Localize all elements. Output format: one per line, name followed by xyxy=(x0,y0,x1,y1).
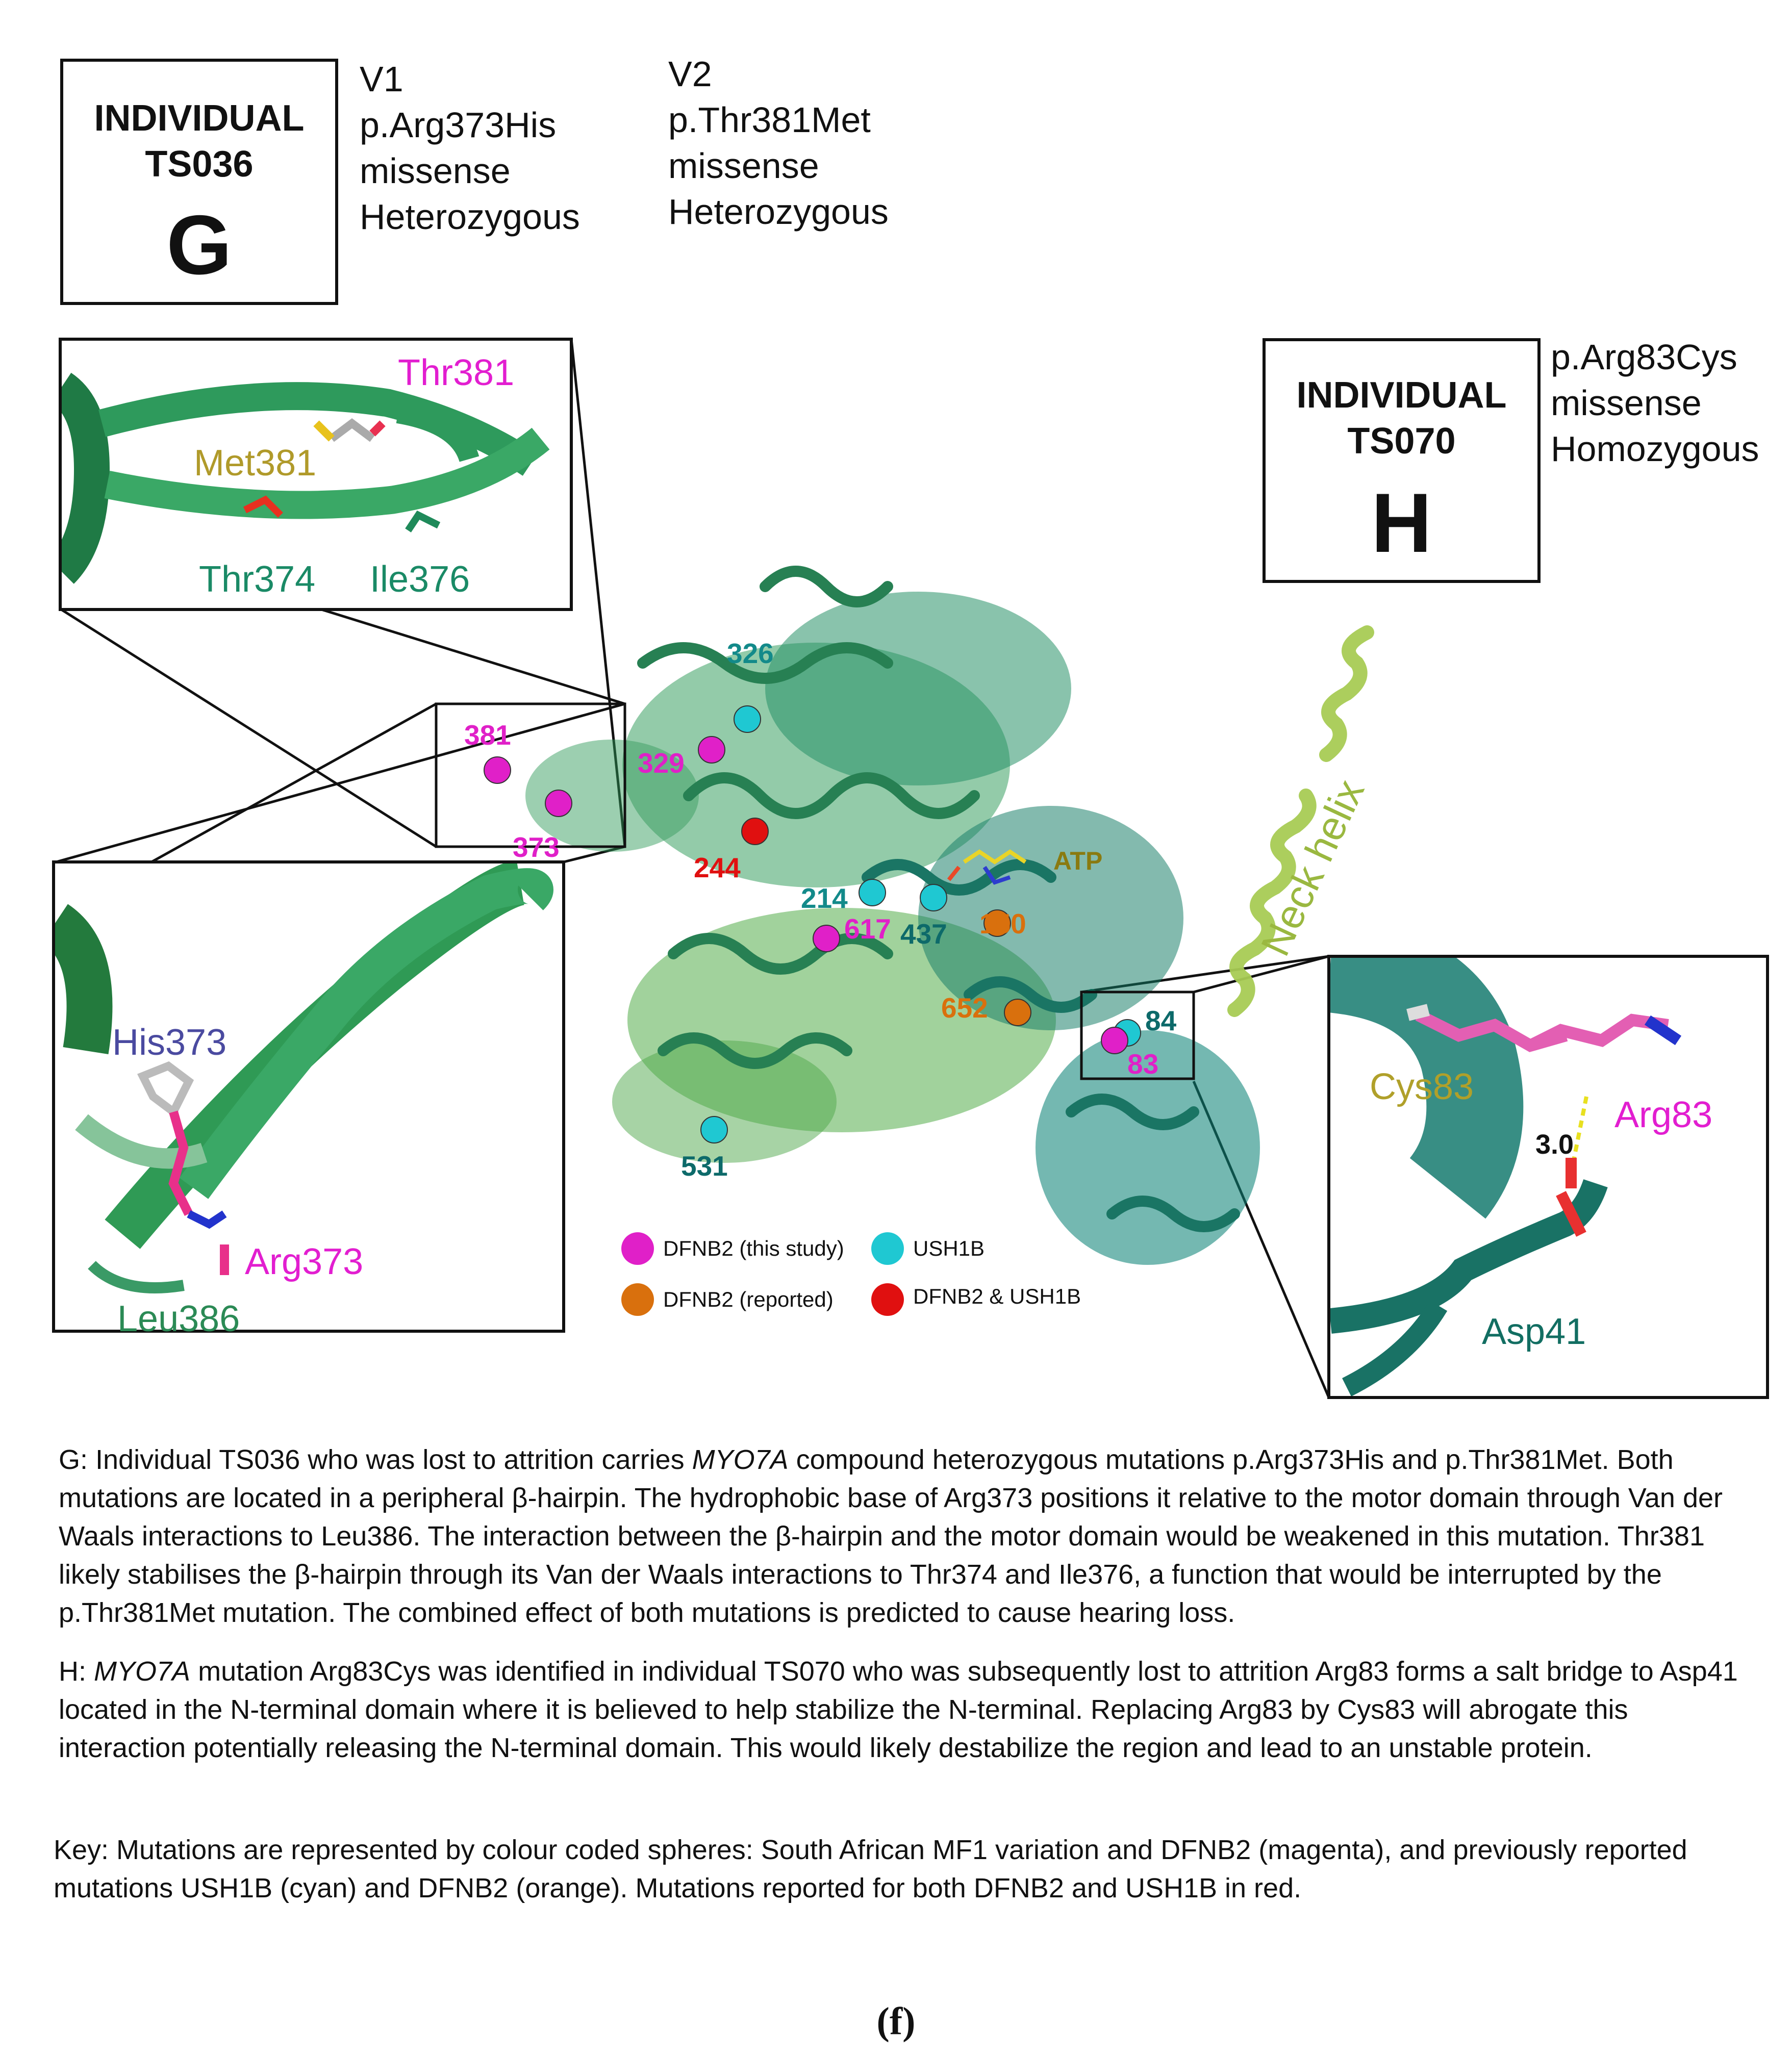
residue-label-531: 531 xyxy=(681,1150,728,1182)
variant-h: p.Arg83Cys missense Homozygous xyxy=(1551,334,1759,472)
caption-g-gene: MYO7A xyxy=(692,1444,789,1475)
label-cys83: Cys83 xyxy=(1370,1066,1474,1107)
legend-text-dfnb2-ush1b: DFNB2 & USH1B xyxy=(913,1284,1081,1308)
sphere-531 xyxy=(700,1116,728,1144)
label-thr381: Thr381 xyxy=(398,352,514,393)
caption-h: H: MYO7A mutation Arg83Cys was identifie… xyxy=(59,1653,1762,1767)
label-met381: Met381 xyxy=(194,443,316,484)
legend-text-ush1b: USH1B xyxy=(913,1236,985,1260)
residue-label-652: 652 xyxy=(941,992,988,1024)
inset-top xyxy=(59,338,573,611)
sphere-373 xyxy=(545,790,572,817)
variant-v2: V2 p.Thr381Met missense Heterozygous xyxy=(668,51,889,235)
individual-h-letter: H xyxy=(1371,476,1432,570)
variant-v1: V1 p.Arg373His missense Heterozygous xyxy=(360,56,580,240)
variant-v2-type: missense xyxy=(668,146,819,186)
residue-label-381: 381 xyxy=(464,719,511,751)
legend-marker-dfnb2-reported xyxy=(621,1283,654,1316)
sphere-381 xyxy=(484,756,511,784)
legend-text-dfnb2-reported: DFNB2 (reported) xyxy=(663,1287,834,1311)
label-thr374: Thr374 xyxy=(199,559,315,600)
individual-g-box: INDIVIDUAL TS036 G xyxy=(60,59,338,305)
variant-h-type: missense xyxy=(1551,383,1702,423)
protein-ribbon xyxy=(525,566,1374,1265)
individual-h-box: INDIVIDUAL TS070 H xyxy=(1263,338,1541,583)
caption-key-text: Key: Mutations are represented by colour… xyxy=(54,1835,1687,1903)
variant-v1-type: missense xyxy=(360,151,511,191)
residue-label-617: 617 xyxy=(844,913,891,945)
zoom-guide-lines xyxy=(56,339,1330,1398)
label-atp: ATP xyxy=(1053,847,1102,875)
residue-label-214: 214 xyxy=(801,882,848,914)
residue-label-84: 84 xyxy=(1145,1005,1177,1036)
variant-v1-zygosity: Heterozygous xyxy=(360,197,580,237)
variant-v1-mutation: p.Arg373His xyxy=(360,105,557,145)
variant-h-mutation: p.Arg83Cys xyxy=(1551,337,1737,377)
sphere-617 xyxy=(813,925,840,952)
mutation-spheres xyxy=(484,705,1141,1144)
residue-label-437: 437 xyxy=(900,918,947,950)
label-his373: His373 xyxy=(112,1022,226,1063)
inset-right xyxy=(1327,955,1769,1399)
selection-box-h xyxy=(1080,990,1195,1080)
variant-h-zygosity: Homozygous xyxy=(1551,429,1759,469)
sphere-437 xyxy=(920,884,947,911)
individual-g-id: TS036 xyxy=(145,144,254,185)
legend-marker-ush1b xyxy=(871,1232,904,1265)
label-leu386: Leu386 xyxy=(117,1299,240,1339)
label-ile376: Ile376 xyxy=(370,559,470,600)
residue-label-150: 150 xyxy=(979,908,1026,939)
caption-g-rest: compound heterozygous mutations p.Arg373… xyxy=(59,1444,1723,1628)
residue-label-326: 326 xyxy=(727,638,774,669)
sphere-214 xyxy=(859,879,886,906)
caption-g: G: Individual TS036 who was lost to attr… xyxy=(59,1441,1762,1632)
caption-key: Key: Mutations are represented by colour… xyxy=(54,1831,1757,1908)
variant-v1-title: V1 xyxy=(360,59,403,99)
legend-markers xyxy=(621,1232,904,1316)
caption-h-rest: mutation Arg83Cys was identified in indi… xyxy=(59,1656,1738,1763)
variant-v2-mutation: p.Thr381Met xyxy=(668,100,871,140)
individual-g-label: INDIVIDUAL xyxy=(94,98,305,139)
caption-h-prefix: H: xyxy=(59,1656,94,1687)
sphere-329 xyxy=(698,736,725,764)
individual-g-letter: G xyxy=(166,198,232,292)
selection-box-g xyxy=(435,702,626,848)
label-distance: 3.0 xyxy=(1535,1129,1574,1160)
residue-label-244: 244 xyxy=(694,852,741,883)
legend-marker-dfnb2-ush1b xyxy=(871,1283,904,1316)
atp-molecule xyxy=(947,849,1027,885)
individual-h-id: TS070 xyxy=(1347,421,1456,462)
legend-text-dfnb2-study: DFNB2 (this study) xyxy=(663,1236,844,1260)
panel-label: (f) xyxy=(876,2000,916,2043)
sphere-326 xyxy=(734,705,761,733)
legend-marker-dfnb2-study xyxy=(621,1232,654,1265)
residue-label-373: 373 xyxy=(513,831,560,863)
sphere-83 xyxy=(1101,1027,1128,1054)
residue-label-329: 329 xyxy=(638,747,685,779)
variant-v2-title: V2 xyxy=(668,54,712,94)
protein-structure-figure: Thr381 Met381 Thr374 Ile376 His373 Arg37… xyxy=(52,338,1769,1399)
inset-bottom xyxy=(52,860,565,1333)
variant-v2-zygosity: Heterozygous xyxy=(668,192,889,232)
individual-h-label: INDIVIDUAL xyxy=(1296,375,1507,416)
sphere-652 xyxy=(1004,999,1031,1026)
sphere-150 xyxy=(983,909,1011,937)
label-arg373: Arg373 xyxy=(245,1241,363,1282)
label-arg83: Arg83 xyxy=(1614,1095,1712,1135)
label-asp41: Asp41 xyxy=(1482,1311,1586,1352)
caption-g-prefix: G: Individual TS036 who was lost to attr… xyxy=(59,1444,692,1475)
sphere-244 xyxy=(741,818,769,845)
residue-label-83: 83 xyxy=(1127,1048,1158,1080)
caption-h-gene: MYO7A xyxy=(94,1656,191,1687)
